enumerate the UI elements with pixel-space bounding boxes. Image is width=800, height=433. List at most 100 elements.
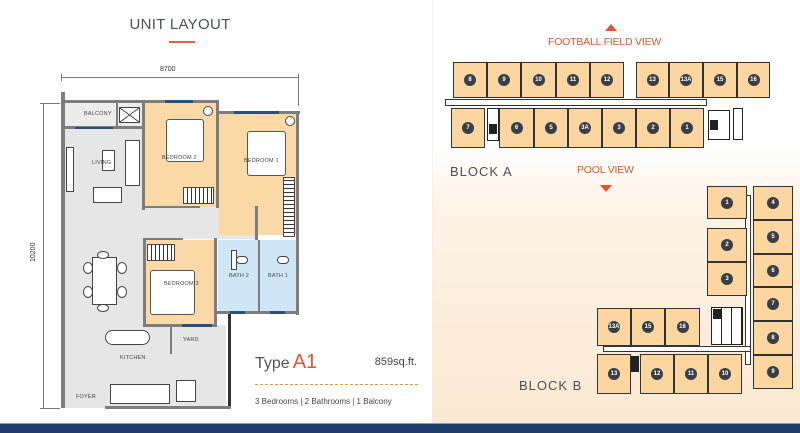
unit-number-badge: 1 <box>721 196 733 209</box>
dimension-tick <box>40 103 60 104</box>
wall <box>143 238 146 326</box>
window <box>234 111 279 114</box>
unit-block-b[interactable]: 1 <box>707 186 747 219</box>
unit-block-b[interactable]: 6 <box>753 254 793 287</box>
unit-block-b[interactable]: 13A <box>597 308 631 346</box>
aircon-unit-icon <box>119 107 140 123</box>
wall <box>217 311 299 314</box>
unit-block-b[interactable]: 15 <box>631 308 665 346</box>
window <box>75 127 113 129</box>
unit-block-a[interactable]: 11 <box>556 62 590 98</box>
unit-block-b[interactable]: 7 <box>753 287 793 321</box>
coffee-table <box>102 150 115 171</box>
width-dimension-line <box>61 77 298 78</box>
unit-block-a[interactable]: 7 <box>451 108 485 148</box>
armchair <box>93 187 122 203</box>
type-label: Type <box>255 355 290 372</box>
height-dimension-label: 10200 <box>30 242 37 262</box>
unit-block-a[interactable]: 9 <box>487 62 521 98</box>
dining-chair <box>83 286 93 298</box>
unit-number-badge: 13 <box>646 74 659 86</box>
bath-2-area <box>218 240 258 312</box>
bed-bedroom-1 <box>247 131 286 176</box>
dimension-tick <box>298 74 299 106</box>
bed-bedroom-2 <box>166 119 204 162</box>
room-label-bedroom-3: BEDROOM 3 <box>164 281 199 287</box>
unit-number-badge: 13A <box>608 321 620 333</box>
wall <box>170 326 172 354</box>
unit-number-badge: 2 <box>647 122 659 134</box>
block-a-corridor <box>445 99 707 106</box>
unit-block-a[interactable]: 3A <box>568 108 602 148</box>
unit-block-b[interactable]: 5 <box>753 220 793 254</box>
unit-block-a[interactable]: 10 <box>521 62 556 98</box>
unit-block-a[interactable]: 1 <box>670 108 704 148</box>
unit-number-badge: 8 <box>464 74 476 86</box>
unit-number-badge: 3 <box>721 273 733 285</box>
unit-block-b[interactable]: 11 <box>674 354 708 394</box>
football-field-view-label: FOOTBALL FIELD VIEW <box>548 36 662 48</box>
dining-chair <box>117 286 127 298</box>
toilet-bath2 <box>236 256 248 264</box>
dining-chair <box>83 262 93 274</box>
stair-core <box>733 108 743 140</box>
unit-block-b[interactable]: 3 <box>707 262 747 296</box>
toilet-bath1 <box>277 256 289 264</box>
unit-block-a[interactable]: 6 <box>499 108 534 148</box>
unit-block-b[interactable]: 13 <box>597 354 631 394</box>
unit-number-badge: 1 <box>681 122 693 134</box>
wall <box>105 406 231 409</box>
unit-block-b[interactable]: 2 <box>707 228 747 262</box>
kitchen-counter <box>110 384 170 404</box>
wall <box>216 100 219 208</box>
wall <box>296 111 299 315</box>
title-underline <box>169 41 195 43</box>
unit-block-a[interactable]: 3 <box>602 108 636 148</box>
aircon-icon <box>203 106 213 116</box>
unit-block-b[interactable]: 8 <box>753 321 793 355</box>
unit-number-badge: 8 <box>767 332 779 344</box>
lift-core <box>713 309 721 319</box>
dimension-tick <box>40 408 60 409</box>
block-a-label: BLOCK A <box>450 164 513 179</box>
unit-number-badge: 3A <box>579 122 591 134</box>
unit-block-a[interactable]: 16 <box>737 62 770 98</box>
unit-block-b[interactable]: 16 <box>665 308 700 346</box>
tv-cabinet <box>66 147 74 192</box>
type-code: A1 <box>292 351 318 373</box>
unit-number-badge: 9 <box>767 366 779 378</box>
unit-block-a[interactable]: 15 <box>703 62 737 98</box>
room-label-bedroom-2: BEDROOM 2 <box>162 155 197 161</box>
unit-block-a[interactable]: 5 <box>534 108 568 148</box>
dining-chair <box>117 262 127 274</box>
unit-number-badge: 6 <box>767 264 779 277</box>
wardrobe <box>183 187 214 204</box>
wall <box>228 314 231 408</box>
room-label-kitchen: KITCHEN <box>120 355 146 361</box>
stair-core <box>708 110 730 140</box>
window <box>182 324 212 327</box>
window <box>230 311 245 314</box>
unit-block-a[interactable]: 8 <box>453 62 487 98</box>
dining-chair <box>97 251 109 259</box>
site-plan-panel: FOOTBALL FIELD VIEW 8 9 10 11 12 13 13A … <box>432 0 800 423</box>
wall <box>61 100 218 103</box>
unit-block-a[interactable]: 2 <box>636 108 670 148</box>
unit-block-a[interactable]: 13A <box>669 62 703 98</box>
unit-block-b[interactable]: 10 <box>708 354 742 394</box>
lift-core <box>631 356 639 372</box>
room-label-bath-2: BATH 2 <box>229 273 250 279</box>
width-dimension-label: 8700 <box>160 66 176 73</box>
unit-number-badge: 7 <box>462 122 474 134</box>
unit-block-b[interactable]: 4 <box>753 186 793 220</box>
unit-block-b[interactable]: 9 <box>753 355 793 389</box>
bath-1-area <box>260 240 297 312</box>
unit-number-badge: 5 <box>767 231 779 243</box>
unit-number-badge: 9 <box>498 74 510 86</box>
unit-number-badge: 15 <box>642 321 654 333</box>
arrow-down-icon <box>600 185 612 192</box>
unit-block-a[interactable]: 12 <box>590 62 624 98</box>
unit-block-a[interactable]: 13 <box>636 62 669 98</box>
unit-block-b[interactable]: 12 <box>640 354 674 394</box>
arrow-up-icon <box>605 24 617 31</box>
